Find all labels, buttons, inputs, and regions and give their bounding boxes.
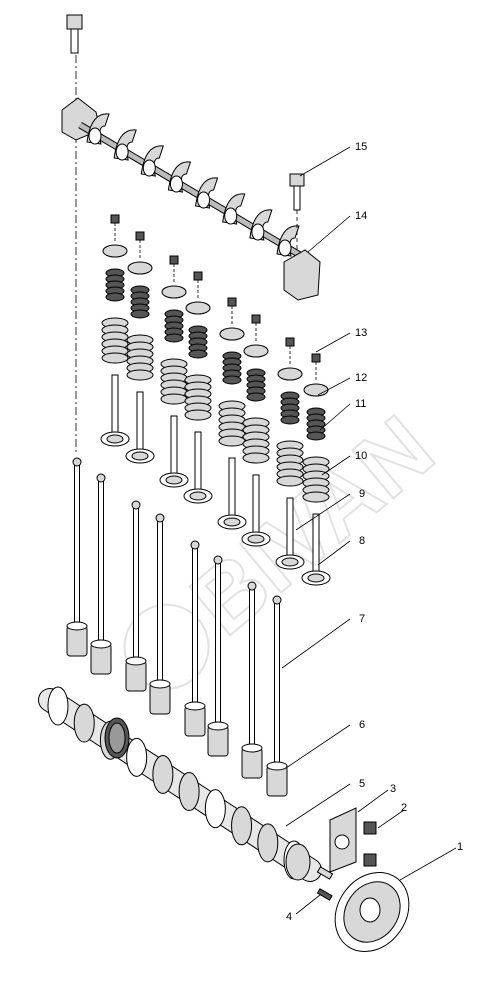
valve-assembly	[217, 297, 247, 530]
cam-lobe	[47, 686, 69, 726]
cam-lobe	[126, 737, 148, 777]
callout-15: 15	[355, 141, 367, 153]
pushrod-tappet	[241, 581, 263, 779]
rocker-arm	[276, 225, 300, 257]
valve-assembly	[183, 271, 213, 504]
cam-lobe	[178, 772, 200, 812]
rocker-arm	[86, 113, 110, 145]
callout-6: 6	[359, 719, 365, 731]
rocker-arm-shaft-assembly	[61, 97, 321, 301]
callout-4: 4	[286, 911, 292, 923]
rocker-arm	[113, 129, 137, 161]
callout-labels: 15 14 13 12 11 10 9 8 7 6 5 3 2 1 4	[286, 141, 463, 923]
rocker-arm	[222, 193, 246, 225]
callout-2: 2	[401, 802, 407, 814]
rocker-shaft-bolt-top	[66, 14, 83, 54]
pushrod-tappet	[149, 513, 171, 715]
pushrod-tappet	[125, 500, 147, 692]
callout-11: 11	[355, 398, 366, 410]
valve-assembly	[159, 255, 189, 488]
rocker-shaft-bolt	[289, 173, 305, 250]
cam-lobe	[257, 823, 279, 863]
callout-9: 9	[359, 488, 365, 500]
cam-lobe	[204, 789, 226, 829]
valve-train-group	[100, 214, 331, 586]
callout-10: 10	[355, 450, 367, 462]
thrust-plate	[329, 807, 357, 873]
callout-12: 12	[355, 372, 367, 384]
camshaft-timing-gear	[334, 871, 410, 953]
leader-lines	[281, 146, 457, 915]
woodruff-key	[316, 888, 333, 901]
pushrod-tappet	[184, 540, 206, 737]
valve-assembly	[125, 231, 155, 464]
pushrod-tappet	[66, 457, 88, 657]
rocker-arm	[249, 209, 273, 241]
pushrod-tappet	[266, 595, 288, 797]
callout-7: 7	[359, 613, 365, 625]
rocker-arm	[140, 145, 164, 177]
rocker-arm	[195, 177, 219, 209]
callout-13: 13	[355, 327, 367, 339]
valve-assembly	[100, 214, 130, 447]
callout-5: 5	[359, 778, 365, 790]
camshaft-drive-gear	[104, 717, 130, 759]
valve-assembly	[241, 314, 271, 547]
pushrod-tappet	[207, 555, 229, 757]
camshaft	[38, 686, 334, 882]
valve-assembly	[301, 353, 331, 586]
pushrod-tappet	[90, 473, 112, 675]
rocker-arm	[167, 161, 192, 193]
callout-8: 8	[359, 535, 365, 547]
thrust-plate-bolts	[363, 821, 377, 867]
valve-assembly	[275, 337, 305, 570]
cam-lobe	[152, 754, 174, 794]
callout-14: 14	[355, 210, 367, 222]
cam-lobe	[73, 703, 95, 743]
callout-3: 3	[390, 783, 396, 795]
callout-1: 1	[457, 841, 463, 853]
pushrods-and-tappets	[66, 457, 288, 797]
cam-lobe	[231, 806, 253, 846]
